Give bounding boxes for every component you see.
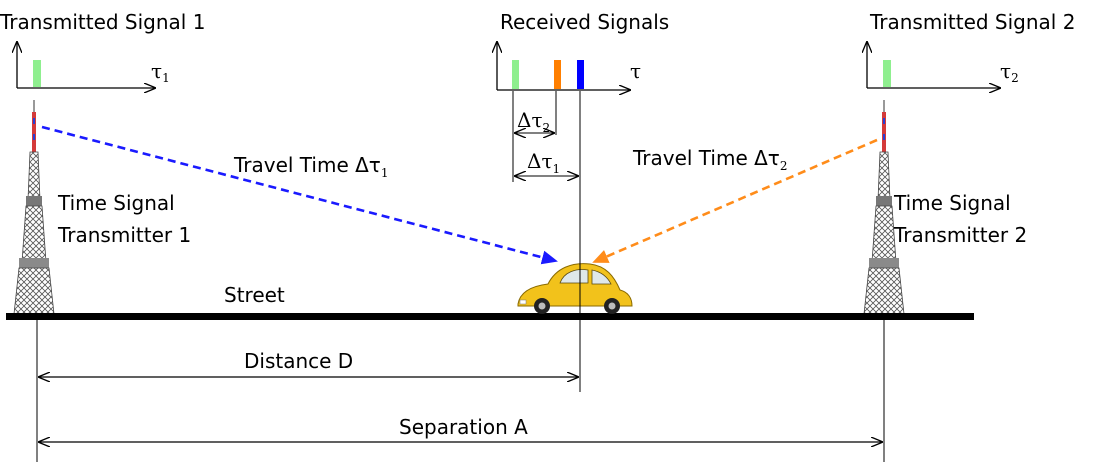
rx-pulse-blue — [577, 60, 584, 89]
tx2-signal-title: Transmitted Signal 2 — [869, 10, 1075, 34]
tx1-tau-label: τ1 — [151, 59, 170, 85]
tx1-signal-axes — [17, 42, 155, 88]
transmitter-1-label-line1: Time Signal — [57, 191, 175, 215]
delta-tau2-label: Δτ2 — [517, 108, 550, 135]
transmitter-tower-1-icon — [13, 100, 55, 315]
delta-tau1-label: Δτ1 — [527, 149, 560, 176]
separation-label: Separation A — [399, 415, 528, 439]
street-label: Street — [224, 283, 285, 307]
transmitter-2-label-line1: Time Signal — [893, 191, 1011, 215]
tx1-signal-title: Transmitted Signal 1 — [0, 10, 205, 34]
car-icon — [517, 263, 633, 314]
tx2-signal-axes — [867, 42, 1000, 88]
rx-signal-title: Received Signals — [500, 10, 669, 34]
delta-tau-ticks — [512, 91, 557, 182]
tx2-tau-label: τ2 — [1000, 59, 1019, 85]
rx-pulse-green — [512, 60, 519, 89]
travel-time-2-label: Travel Time Δτ2 — [632, 146, 787, 173]
transmitter-1-label-line2: Transmitter 1 — [57, 223, 191, 247]
travel-time-1-label: Travel Time Δτ1 — [233, 153, 388, 180]
transmitter-tower-2-icon — [863, 100, 905, 315]
tx1-pulse — [33, 60, 41, 87]
distance-label: Distance D — [244, 349, 353, 373]
rx-signal-axes — [497, 42, 630, 90]
rx-tau-label: τ — [630, 59, 641, 83]
travel-path-1 — [41, 125, 558, 265]
tx2-pulse — [883, 60, 891, 87]
street-line — [6, 313, 974, 320]
rx-pulse-orange — [554, 60, 561, 89]
reference-lines — [36, 91, 885, 462]
transmitter-2-label-line2: Transmitter 2 — [893, 223, 1027, 247]
